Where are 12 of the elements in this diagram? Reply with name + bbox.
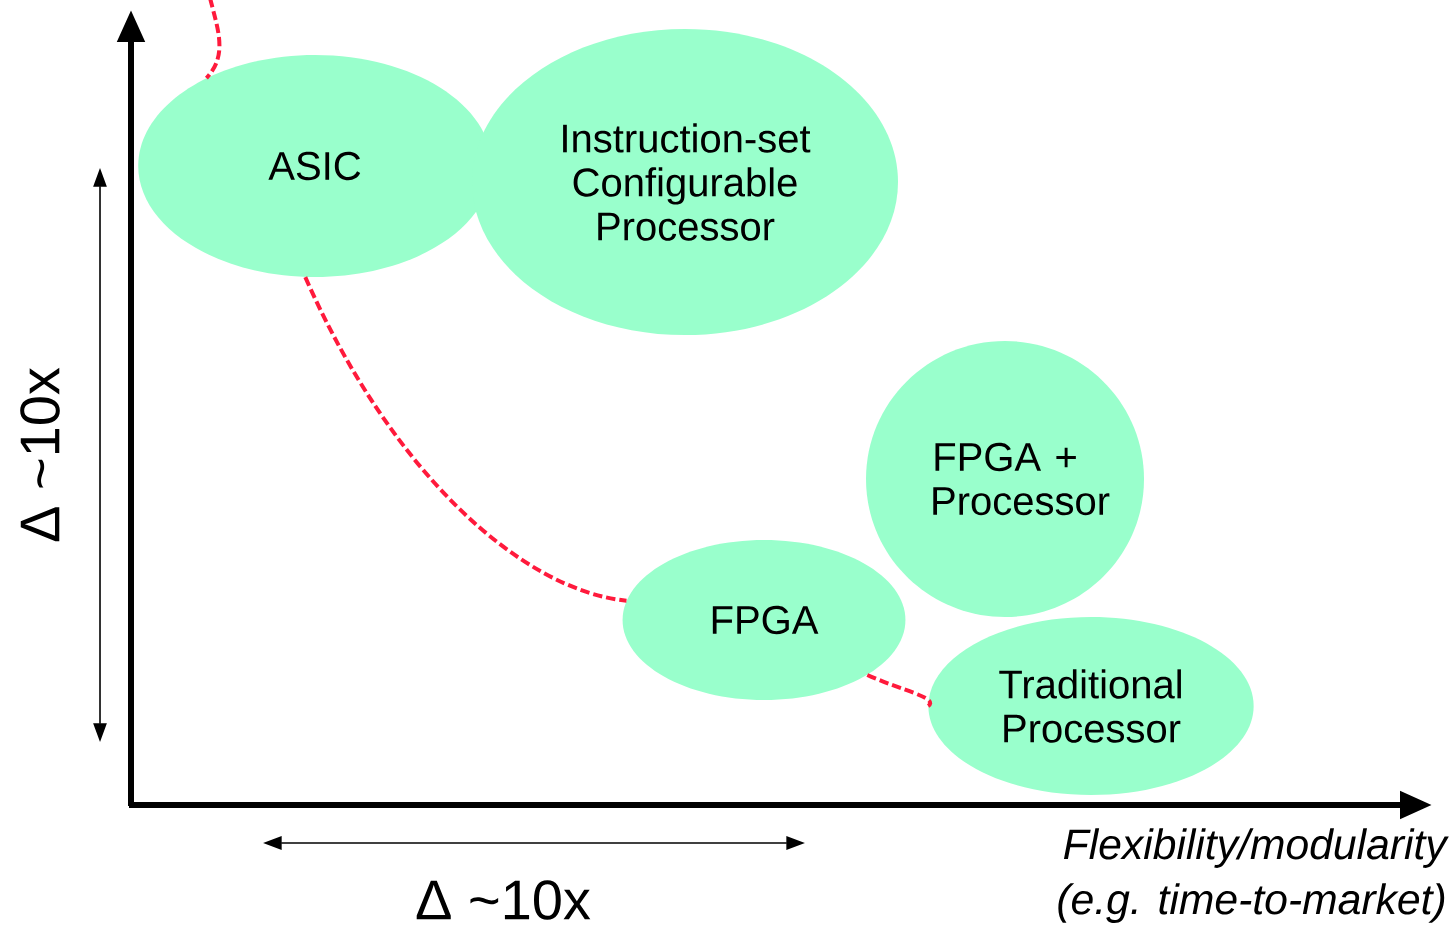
tradeoff-curve [204,0,222,80]
dimension-label: Δ ~10x [416,880,591,920]
tradeoff-curve [866,673,932,708]
bubble: FPGA + Processor [866,341,1144,617]
bubble: Traditional Processor [928,617,1254,795]
axis-label: Flexibility/modularity [1063,828,1449,868]
bubble: FPGA [622,540,906,700]
dimension-label: Δ ~10x [20,367,60,542]
bubble: Instruction-set Configurable Processor [472,29,898,335]
axis-label: (e.g. time-to-market) [1058,883,1445,923]
tradeoff-curve [303,276,627,603]
bubble: ASIC [138,55,492,277]
